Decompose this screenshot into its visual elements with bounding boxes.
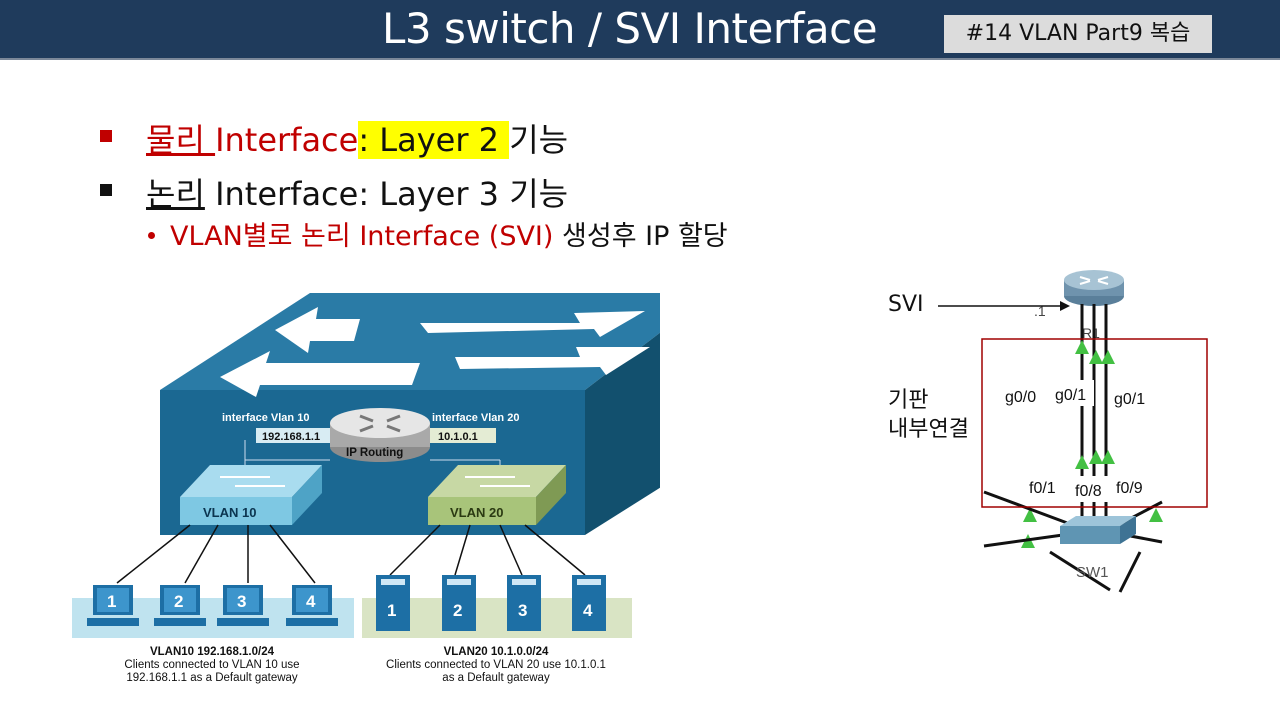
switch-box-side <box>585 332 660 535</box>
svi-red-text: VLAN별로 논리 Interface (SVI) <box>170 221 563 252</box>
bullet-physical: 물리 Interface: Layer 2 기능 <box>146 115 568 161</box>
vlan-links <box>116 524 586 584</box>
vlan10-switch-top <box>180 465 322 497</box>
vlan10-caption-title: VLAN10 192.168.1.0/24 <box>149 646 275 658</box>
internal-connection-box <box>981 338 1208 508</box>
server-icons <box>376 575 606 631</box>
vlan20-caption-title: VLAN20 10.1.0.0/24 <box>443 646 549 658</box>
physical-word: 물리 <box>146 121 216 159</box>
l3-switch-diagram: interface Vlan 10 192.168.1.1 interface … <box>72 293 660 638</box>
interface-word: Interface <box>215 121 359 159</box>
vlan20-switch <box>428 497 536 525</box>
iface20-ip: 10.1.0.1 <box>438 431 478 443</box>
pc-icons <box>87 585 338 626</box>
logical-word: 논리 <box>146 175 205 213</box>
svi-label: SVI <box>888 292 924 317</box>
pc-number: 3 <box>237 592 246 611</box>
vlan10-caption-line2: Clients connected to VLAN 10 use <box>124 659 300 671</box>
bullet-logical: 논리 Interface: Layer 3 기능 <box>146 169 568 215</box>
switch-sw1-icon <box>1060 526 1120 544</box>
vlan20-label: VLAN 20 <box>450 505 503 520</box>
vlan20-switch-top <box>428 465 566 497</box>
board-label: 기판 내부연결 <box>888 386 969 444</box>
bullet-marker <box>100 184 112 196</box>
bullet-marker <box>100 130 112 142</box>
server-number: 4 <box>583 601 593 620</box>
sub-bullet-svi: VLAN별로 논리 Interface (SVI) 생성후 IP 할당 <box>170 214 728 253</box>
iface10-ip: 192.168.1.1 <box>262 431 320 443</box>
svi-rest-text: 생성후 IP 할당 <box>562 221 728 252</box>
vlan20-caption-line3: as a Default gateway <box>442 672 550 684</box>
vlan10-caption-line3: 192.168.1.1 as a Default gateway <box>126 672 298 684</box>
port-f08: f0/8 <box>1075 483 1102 500</box>
switching-arrows <box>220 307 650 397</box>
port-g01-right: g0/1 <box>1114 391 1146 408</box>
server-number: 1 <box>387 601 396 620</box>
server-number: 2 <box>453 601 462 620</box>
router-name: R1 <box>1082 325 1100 341</box>
layer2-highlight: : Layer 2 <box>358 121 510 159</box>
router-label: IP Routing <box>346 447 403 459</box>
port-g00: g0/0 <box>1005 389 1037 406</box>
port-f09: f0/9 <box>1116 480 1143 497</box>
vlan20-caption-line2: Clients connected to VLAN 20 use 10.1.0.… <box>386 659 606 671</box>
lesson-badge: #14 VLAN Part9 복습 <box>944 15 1212 53</box>
slide-title: L3 switch / SVI Interface <box>382 4 878 53</box>
port-f01: f0/1 <box>1029 480 1056 497</box>
vlan10-caption: VLAN10 192.168.1.0/24 Clients connected … <box>92 646 332 685</box>
router-r1-icon <box>1064 270 1124 290</box>
sub-bullet-dot <box>148 232 155 239</box>
pc-number: 4 <box>306 592 316 611</box>
pc-number: 1 <box>107 592 116 611</box>
iface10-ip-box <box>256 428 330 443</box>
topology-diagram: R1 .1 <box>938 270 1208 593</box>
function-word: 기능 <box>509 121 569 159</box>
iface20-label: interface Vlan 20 <box>432 412 519 424</box>
switch-name: SW1 <box>1076 564 1109 581</box>
router-icon <box>330 408 430 438</box>
board-label-line1: 기판 <box>888 388 929 413</box>
link-status-icons <box>1021 340 1163 548</box>
board-label-line2: 내부연결 <box>888 417 969 442</box>
switch-sw1-top <box>1060 516 1136 526</box>
port-g01-left: g0/1 <box>1055 387 1087 404</box>
server-number: 3 <box>518 601 527 620</box>
iface10-label: interface Vlan 10 <box>222 412 309 424</box>
vlan10-label: VLAN 10 <box>203 505 256 520</box>
iface20-ip-box <box>428 428 496 443</box>
svi-ip: .1 <box>1034 303 1046 319</box>
logical-rest: Interface: Layer 3 기능 <box>204 175 569 213</box>
vlan10-switch <box>180 497 292 525</box>
vlan20-caption: VLAN20 10.1.0.0/24 Clients connected to … <box>360 646 632 685</box>
pc-number: 2 <box>174 592 183 611</box>
header-bar: L3 switch / SVI Interface #14 VLAN Part9… <box>0 0 1280 60</box>
